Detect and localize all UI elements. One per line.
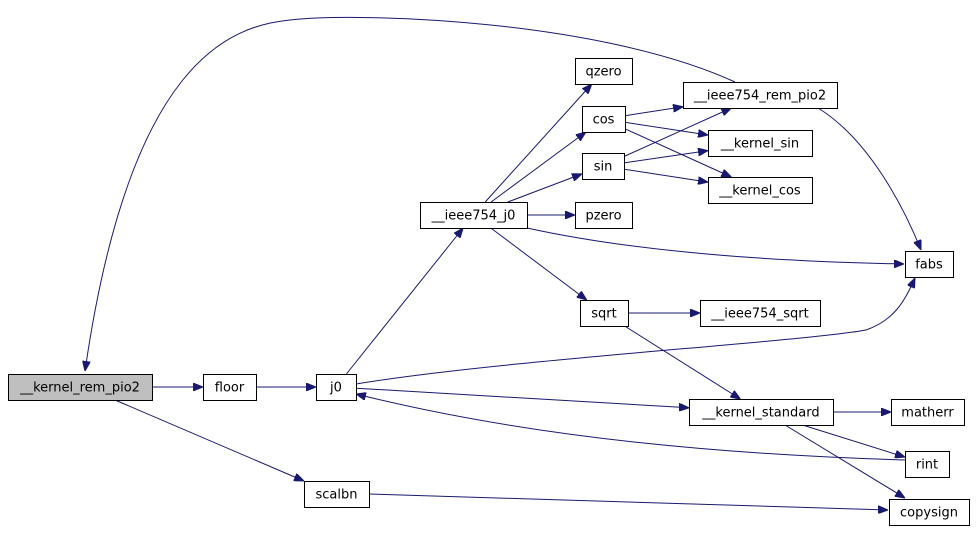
edge-ieee754-j0-to-sin xyxy=(507,174,582,203)
node-matherr[interactable]: matherr xyxy=(891,399,965,426)
node-scalbn[interactable]: scalbn xyxy=(304,481,370,508)
node-kernel-standard[interactable]: __kernel_standard xyxy=(689,399,834,426)
node-ieee754-rem-pio2[interactable]: __ieee754_rem_pio2 xyxy=(683,82,838,109)
node-label: pzero xyxy=(585,209,621,224)
node-kernel-sin[interactable]: __kernel_sin xyxy=(708,130,813,157)
node-box[interactable] xyxy=(905,251,954,278)
node-copysign[interactable]: copysign xyxy=(889,499,970,526)
node-box[interactable] xyxy=(580,300,629,327)
edge-sqrt-to-kernel-standard xyxy=(624,325,741,399)
node-label: cos xyxy=(593,113,615,128)
node-label: copysign xyxy=(900,506,958,521)
node-label: scalbn xyxy=(316,488,358,503)
node-box[interactable] xyxy=(575,202,633,229)
node-box[interactable] xyxy=(582,106,626,133)
node-rint[interactable]: rint xyxy=(905,451,950,478)
edge-scalbn-to-copysign xyxy=(368,493,888,510)
node-box[interactable] xyxy=(8,374,153,401)
node-fabs[interactable]: fabs xyxy=(905,251,954,278)
node-sqrt[interactable]: sqrt xyxy=(580,300,629,327)
edge-ieee754-rem-pio2-to-fabs xyxy=(817,107,921,250)
edge-kernel-standard-to-copysign xyxy=(784,424,905,498)
node-label: sin xyxy=(594,160,613,175)
node-label: qzero xyxy=(585,65,621,80)
node-box[interactable] xyxy=(905,451,950,478)
node-kernel-rem-pio2[interactable]: __kernel_rem_pio2 xyxy=(8,374,153,401)
edge-ieee754-j0-to-fabs xyxy=(526,227,904,264)
node-box[interactable] xyxy=(889,499,970,526)
edge-sin-to-kernel-sin xyxy=(623,151,708,164)
node-sin[interactable]: sin xyxy=(582,153,625,180)
node-label: __ieee754_j0 xyxy=(431,209,516,224)
node-box[interactable] xyxy=(708,130,813,157)
node-label: __kernel_cos xyxy=(718,184,801,199)
node-box[interactable] xyxy=(891,399,965,426)
node-label: __kernel_standard xyxy=(701,406,819,421)
node-label: rint xyxy=(916,458,938,473)
node-cos[interactable]: cos xyxy=(582,106,626,133)
edge-rint-to-j0 xyxy=(356,394,906,461)
edge-j0-to-fabs xyxy=(355,278,915,385)
edge-cos-to-kernel-sin xyxy=(624,121,708,135)
node-j0[interactable]: j0 xyxy=(316,374,357,401)
node-kernel-cos[interactable]: __kernel_cos xyxy=(708,177,813,204)
node-label: fabs xyxy=(915,258,943,273)
edge-j0-to-kernel-standard xyxy=(355,387,689,408)
node-label: j0 xyxy=(329,381,342,396)
edge-ieee754-j0-to-qzero xyxy=(484,84,592,203)
node-pzero[interactable]: pzero xyxy=(575,202,633,229)
node-ieee754-sqrt[interactable]: __ieee754_sqrt xyxy=(700,300,821,327)
node-box[interactable] xyxy=(203,374,257,401)
node-box[interactable] xyxy=(700,300,821,327)
nodes-layer: __kernel_rem_pio2 floor j0 scalbn __ieee754_… xyxy=(8,58,970,526)
node-box[interactable] xyxy=(582,153,625,180)
edge-j0-to-ieee754-j0 xyxy=(346,228,463,375)
edge-ieee754-j0-to-cos xyxy=(490,132,586,203)
node-box[interactable] xyxy=(420,202,528,229)
node-box[interactable] xyxy=(304,481,370,508)
edge-cos-to-kernel-cos xyxy=(624,128,731,177)
node-label: matherr xyxy=(901,406,954,421)
edge-cos-to-ieee754-rem-pio2 xyxy=(624,107,683,117)
node-qzero[interactable]: qzero xyxy=(575,58,633,85)
edges-layer xyxy=(85,16,921,510)
node-label: __kernel_sin xyxy=(720,137,799,152)
node-label: __kernel_rem_pio2 xyxy=(19,381,140,396)
node-box[interactable] xyxy=(708,177,813,204)
node-box[interactable] xyxy=(316,374,357,401)
edge-ieee754-j0-to-sqrt xyxy=(490,227,587,300)
node-box[interactable] xyxy=(689,399,834,426)
node-label: __ieee754_rem_pio2 xyxy=(693,89,826,104)
edge-sin-to-ieee754-rem-pio2 xyxy=(623,108,731,157)
edge-kernel-rem-pio2-to-scalbn xyxy=(114,399,304,481)
node-box[interactable] xyxy=(683,82,838,109)
node-label: floor xyxy=(215,381,245,396)
node-box[interactable] xyxy=(575,58,633,85)
node-label: __ieee754_sqrt xyxy=(710,307,808,322)
edge-ieee754-rem-pio2-to-kernel-rem-pio2 xyxy=(85,16,736,371)
node-label: sqrt xyxy=(591,307,616,322)
edge-kernel-standard-to-rint xyxy=(802,424,906,457)
node-floor[interactable]: floor xyxy=(203,374,257,401)
node-ieee754-j0[interactable]: __ieee754_j0 xyxy=(420,202,528,229)
edge-sin-to-kernel-cos xyxy=(623,168,708,182)
